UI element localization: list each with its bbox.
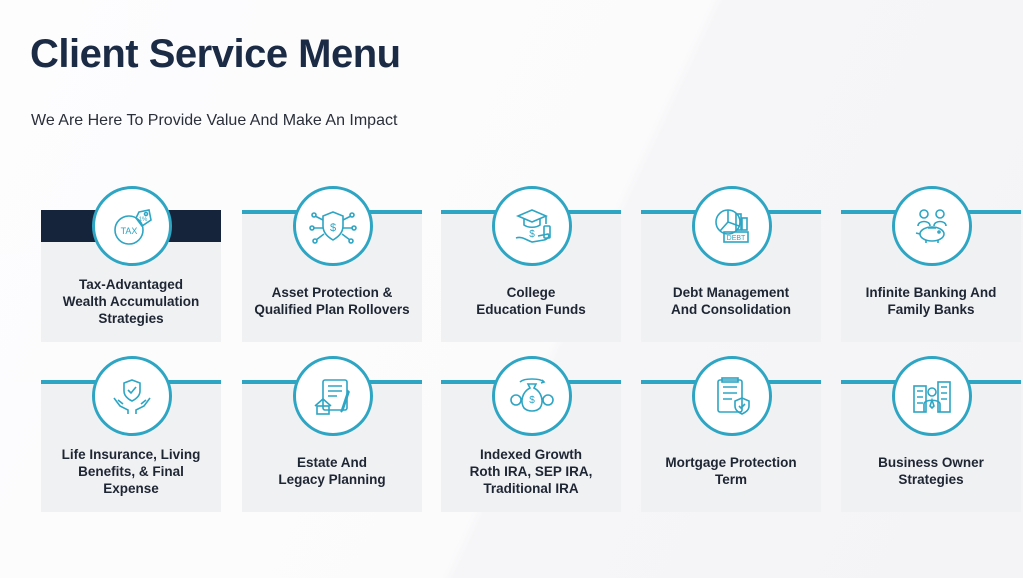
service-card-debt-management[interactable]: DEBT Debt Management And Consolidation [641, 186, 821, 342]
svg-text:$: $ [529, 229, 535, 240]
document-shield-icon [692, 356, 772, 436]
hands-shield-icon [92, 356, 172, 436]
card-label: Mortgage Protection Term [665, 455, 797, 487]
service-card-indexed-growth[interactable]: $ Indexed Growth Roth IRA, SEP IRA, Trad… [441, 356, 621, 512]
house-document-icon [293, 356, 373, 436]
page-title: Client Service Menu [30, 32, 401, 76]
tax-icon-text: TAX [121, 226, 138, 236]
page-subtitle: We Are Here To Provide Value And Make An… [31, 112, 398, 129]
graduation-cap-money-icon: $ [492, 186, 572, 266]
money-bag-gears-icon: $ [492, 356, 572, 436]
card-label: Debt Management And Consolidation [671, 285, 791, 317]
family-piggy-bank-icon [892, 186, 972, 266]
card-label: Indexed Growth Roth IRA, SEP IRA, Tradit… [469, 446, 593, 496]
svg-text:$: $ [330, 222, 336, 234]
card-label: Estate And Legacy Planning [278, 455, 386, 487]
debt-chart-icon: DEBT [692, 186, 772, 266]
service-card-life-insurance[interactable]: Life Insurance, Living Benefits, & Final… [41, 356, 221, 512]
card-label: Business Owner Strategies [878, 455, 984, 487]
debt-icon-text: DEBT [727, 235, 746, 242]
percent-badge-text: 1% [139, 217, 148, 223]
card-label: College Education Funds [476, 285, 586, 317]
card-label: Life Insurance, Living Benefits, & Final… [61, 446, 201, 496]
service-card-infinite-banking[interactable]: Infinite Banking And Family Banks [841, 186, 1021, 342]
service-card-asset-protection[interactable]: $ Asset Protection & Qualified Plan Roll… [242, 186, 422, 342]
svg-text:$: $ [529, 395, 535, 406]
service-card-estate-planning[interactable]: Estate And Legacy Planning [242, 356, 422, 512]
card-label: Tax-Advantaged Wealth Accumulation Strat… [62, 276, 200, 326]
service-card-tax-advantaged[interactable]: TAX 1% Tax-Advantaged Wealth Accumulatio… [41, 186, 221, 342]
service-card-business-owner[interactable]: Business Owner Strategies [841, 356, 1021, 512]
card-label: Infinite Banking And Family Banks [865, 285, 997, 317]
card-label: Asset Protection & Qualified Plan Rollov… [254, 285, 410, 317]
businessman-buildings-icon [892, 356, 972, 436]
shield-dollar-network-icon: $ [293, 186, 373, 266]
tax-tag-icon: TAX 1% [92, 186, 172, 266]
service-card-mortgage-protection[interactable]: Mortgage Protection Term [641, 356, 821, 512]
service-card-college-funds[interactable]: $ College Education Funds [441, 186, 621, 342]
